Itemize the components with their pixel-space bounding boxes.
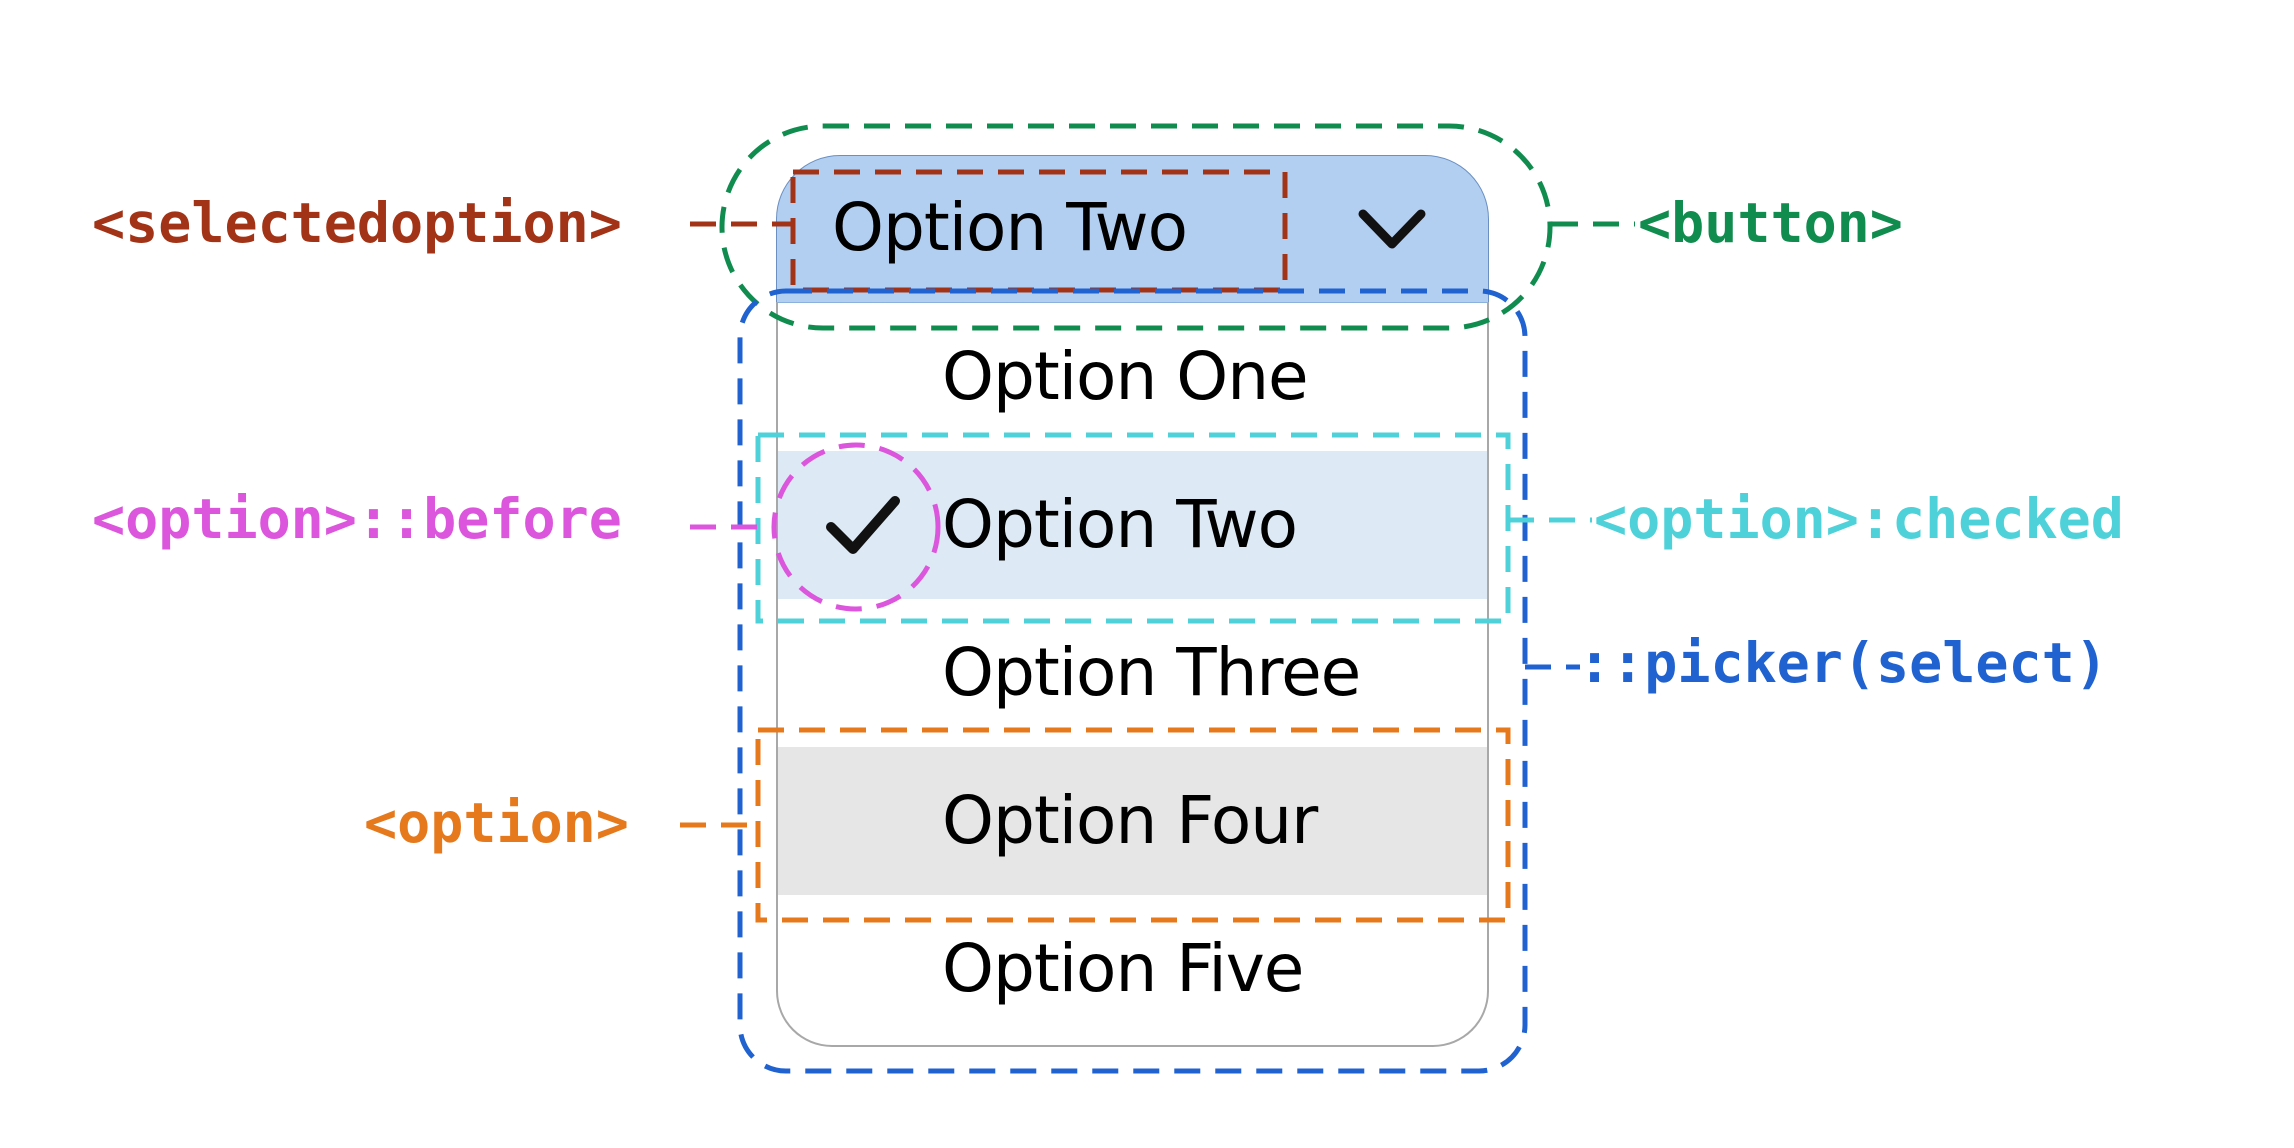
option-two-checked[interactable]: Option Two xyxy=(778,451,1487,599)
checkmark-icon xyxy=(826,496,900,554)
select-button[interactable]: Option Two xyxy=(776,155,1489,302)
option-three[interactable]: Option Three xyxy=(778,599,1487,747)
option-label: Option Three xyxy=(942,634,1361,711)
option-before-label: <option>::before xyxy=(92,487,622,551)
picker-dropdown: Option One Option Two Option Three Optio… xyxy=(776,302,1489,1047)
option-label: Option One xyxy=(942,338,1309,415)
option-one[interactable]: Option One xyxy=(778,303,1487,451)
option-label: Option Four xyxy=(942,782,1318,859)
selected-option-text: Option Two xyxy=(832,189,1188,266)
option-label-annotation: <option> xyxy=(364,791,629,855)
picker-label: ::picker(select) xyxy=(1578,631,2108,695)
option-outline xyxy=(755,727,1511,923)
picker-outline xyxy=(737,288,1528,1074)
button-outline xyxy=(719,123,1553,331)
option-four-hover[interactable]: Option Four xyxy=(778,747,1487,895)
chevron-down-icon xyxy=(1358,209,1426,249)
option-label: Option Two xyxy=(942,486,1298,563)
selectedoption-label: <selectedoption> xyxy=(92,191,622,255)
option-before-outline xyxy=(771,442,941,612)
option-checked-label: <option>:checked xyxy=(1594,487,2124,551)
button-label: <button> xyxy=(1638,191,1903,255)
option-label: Option Five xyxy=(942,930,1304,1007)
selectedoption-outline xyxy=(790,169,1288,293)
option-checked-outline xyxy=(755,432,1511,624)
option-five[interactable]: Option Five xyxy=(778,895,1487,1043)
